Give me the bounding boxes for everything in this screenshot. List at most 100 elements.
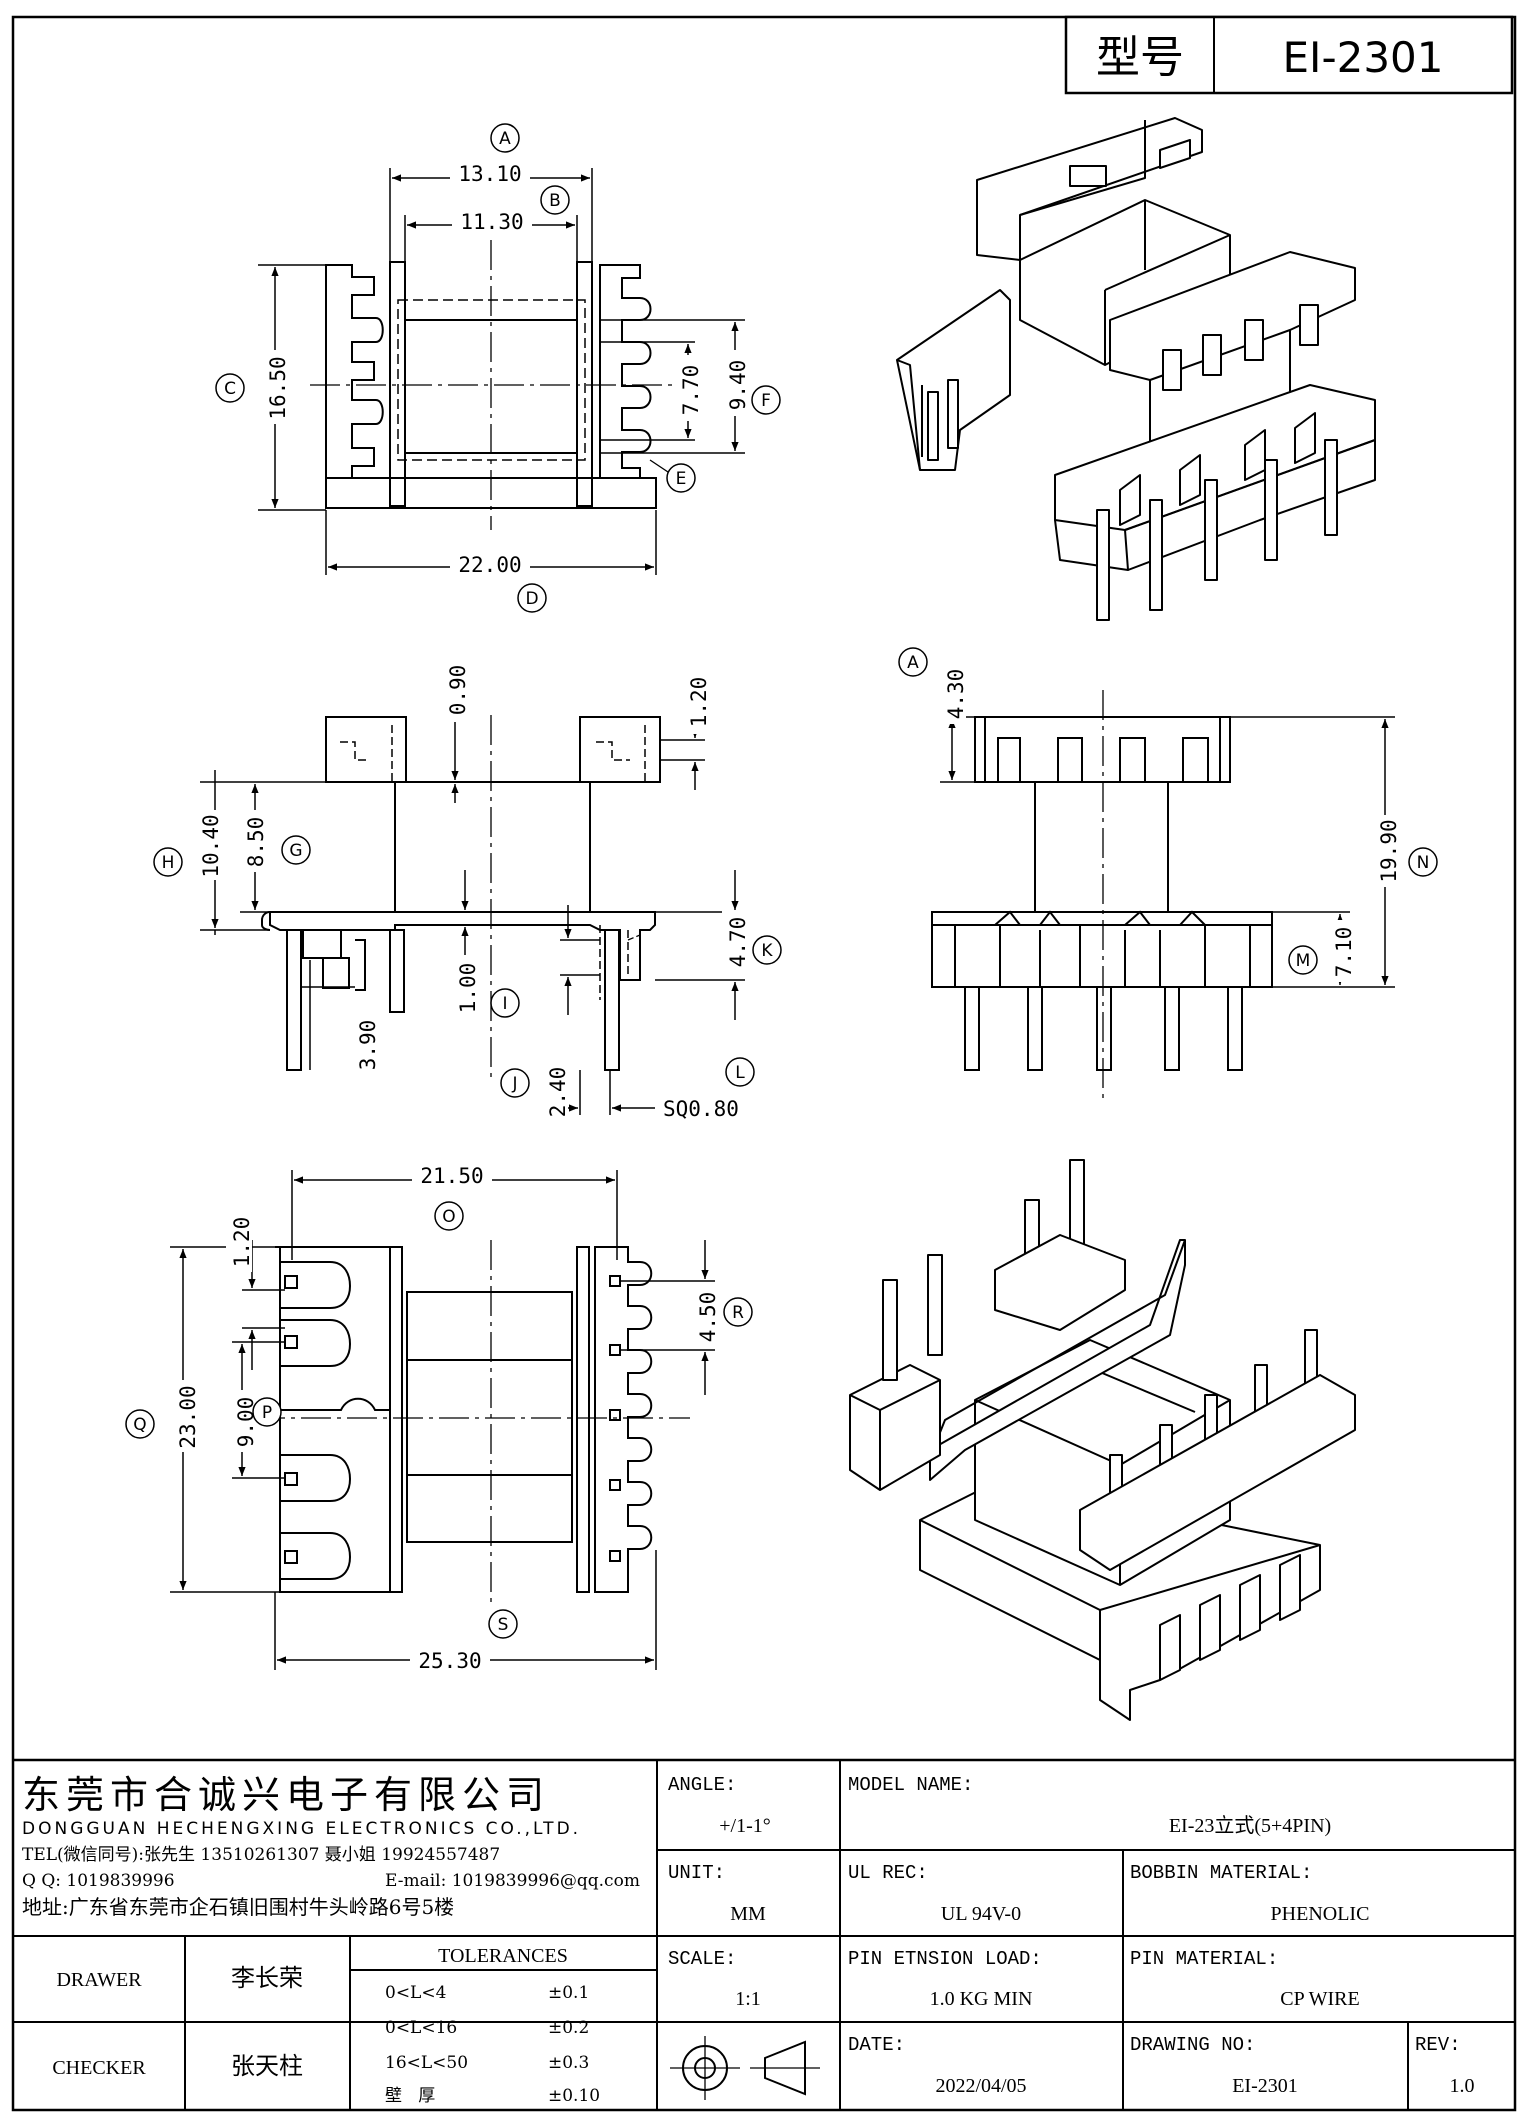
front-view-dim-text: 0.90 1.20 10.40 8.50 4.70 1.00 3.90 2.40…	[195, 660, 750, 1122]
bottom-view-dim-text: 21.50 1.20 4.50 23.00 9.00 25.30	[172, 1162, 720, 1673]
model-name-value: EI-23立式(5+4PIN)	[1169, 1814, 1331, 1837]
svg-text:F: F	[761, 391, 771, 411]
dim-k-value: 4.70	[726, 917, 750, 968]
model-box-label: 型号	[1096, 32, 1184, 83]
unit-value: MM	[730, 1903, 766, 1925]
rev-label: REV:	[1415, 2034, 1461, 2056]
balloon-r: R	[723, 1297, 753, 1327]
company-block: 东莞市合诚兴电子有限公司 DONGGUAN HECHENGXING ELECTR…	[22, 1773, 640, 1919]
svg-text:A: A	[499, 129, 511, 149]
svg-text:J: J	[511, 1074, 517, 1094]
dim-f-value: 9.40	[726, 360, 750, 411]
sheet-border	[11, 15, 1517, 2112]
title-block	[13, 1758, 1515, 2110]
svg-text:P: P	[262, 1403, 272, 1423]
tol-range-3: 壁 厚	[385, 2086, 435, 2106]
dim-b-value: 11.30	[460, 210, 523, 234]
balloon-f: F	[751, 385, 781, 415]
tol-value-1: ±0.2	[548, 2018, 589, 2038]
dim-j-value: 2.40	[546, 1067, 570, 1118]
svg-text:E: E	[676, 469, 687, 489]
svg-text:G: G	[289, 841, 302, 861]
balloon-p: P	[252, 1397, 282, 1427]
svg-text:S: S	[498, 1615, 509, 1635]
tol-value-0: ±0.1	[548, 1983, 589, 2003]
dim-m-value: 7.10	[1332, 927, 1356, 978]
ul-value: UL 94V-0	[941, 1903, 1021, 1925]
balloon-side-a: A	[898, 647, 928, 677]
company-qq: Q Q: 1019839996	[22, 1871, 175, 1891]
drawing-no-label: DRAWING NO:	[1130, 2034, 1255, 2056]
pin-load-label: PIN ETNSION LOAD:	[848, 1948, 1042, 1970]
svg-text:N: N	[1417, 853, 1430, 873]
balloon-i: I	[490, 988, 520, 1018]
svg-text:K: K	[761, 941, 773, 961]
dim-top-right-value: 1.20	[687, 677, 711, 728]
scale-label: SCALE:	[668, 1948, 736, 1970]
top-view-dim-text: 13.10 11.30 16.50 9.40 7.70 22.00	[262, 160, 750, 577]
balloon-s: S	[488, 1609, 518, 1639]
iso-view-top	[896, 117, 1376, 621]
checker-value: 张天柱	[231, 2052, 303, 2080]
dim-i-value: 1.00	[456, 963, 480, 1014]
svg-text:B: B	[549, 191, 561, 211]
tol-range-0: 0<L<4	[385, 1983, 446, 2003]
svg-text:H: H	[162, 853, 175, 873]
balloon-m: M	[1288, 945, 1318, 975]
model-box-value: EI-2301	[1283, 33, 1444, 82]
balloon-q: Q	[125, 1409, 155, 1439]
tol-range-2: 16<L<50	[385, 2053, 468, 2073]
drawer-value: 李长荣	[231, 1964, 303, 1992]
angle-label: ANGLE:	[668, 1774, 736, 1796]
dim-h-value: 10.40	[199, 814, 223, 877]
dim-o-value: 21.50	[420, 1164, 483, 1188]
drawer-label: DRAWER	[56, 1969, 142, 1991]
svg-text:R: R	[732, 1303, 744, 1323]
tol-value-3: ±0.10	[548, 2086, 600, 2106]
title-block-text: ANGLE: +/1-1° MODEL NAME: EI-23立式(5+4PIN…	[52, 1774, 1474, 2106]
balloon-b: B	[540, 185, 570, 215]
drawing-no-value: EI-2301	[1232, 2075, 1298, 2097]
pin-material-label: PIN MATERIAL:	[1130, 1948, 1278, 1970]
balloon-h: H	[153, 847, 183, 877]
balloon-k: K	[752, 935, 782, 965]
balloon-j: J	[500, 1068, 530, 1098]
svg-text:C: C	[224, 379, 236, 399]
date-label: DATE:	[848, 2034, 905, 2056]
side-view-dim-text: 4.30 19.90 7.10	[940, 662, 1401, 982]
company-address: 地址:广东省东莞市企石镇旧围村牛头岭路6号5楼	[22, 1895, 454, 1919]
date-value: 2022/04/05	[935, 2075, 1026, 2097]
front-view-dims	[200, 680, 745, 1115]
dim-l-value: SQ0.80	[663, 1097, 739, 1121]
dim-p-value: 9.00	[234, 1397, 258, 1448]
balloons: A B C F E D H G K I J L A N M O R P Q S	[125, 123, 1438, 1639]
company-tel: TEL(微信同号):张先生 13510261307 聂小姐 1992455748…	[22, 1845, 500, 1865]
svg-text:O: O	[442, 1207, 455, 1227]
tol-value-2: ±0.3	[548, 2053, 589, 2073]
pin-load-value: 1.0 KG MIN	[930, 1988, 1033, 2010]
company-email: E-mail: 1019839996@qq.com	[385, 1871, 640, 1891]
checker-label: CHECKER	[52, 2057, 146, 2079]
svg-text:M: M	[1296, 951, 1311, 971]
svg-text:I: I	[502, 994, 507, 1014]
bobbin-label: BOBBIN MATERIAL:	[1130, 1862, 1312, 1884]
tol-range-1: 0<L<16	[385, 2018, 457, 2038]
unit-label: UNIT:	[668, 1862, 725, 1884]
company-name-cn: 东莞市合诚兴电子有限公司	[22, 1773, 550, 1817]
balloon-d: D	[517, 583, 547, 613]
front-view	[261, 715, 661, 1080]
dim-c-value: 16.50	[266, 356, 290, 419]
balloon-g: G	[281, 835, 311, 865]
dim-q-value: 23.00	[176, 1385, 200, 1448]
svg-text:L: L	[735, 1063, 745, 1083]
rev-value: 1.0	[1450, 2075, 1475, 2097]
iso-view-bottom	[849, 1159, 1356, 1721]
dim-e-value: 7.70	[679, 365, 703, 416]
balloon-e: E	[666, 463, 696, 493]
top-view	[310, 240, 700, 530]
dim-a-value: 13.10	[458, 162, 521, 186]
dim-n-value: 19.90	[1377, 819, 1401, 882]
company-name-en: DONGGUAN HECHENGXING ELECTRONICS CO.,LTD…	[22, 1819, 581, 1839]
balloon-l: L	[725, 1057, 755, 1087]
